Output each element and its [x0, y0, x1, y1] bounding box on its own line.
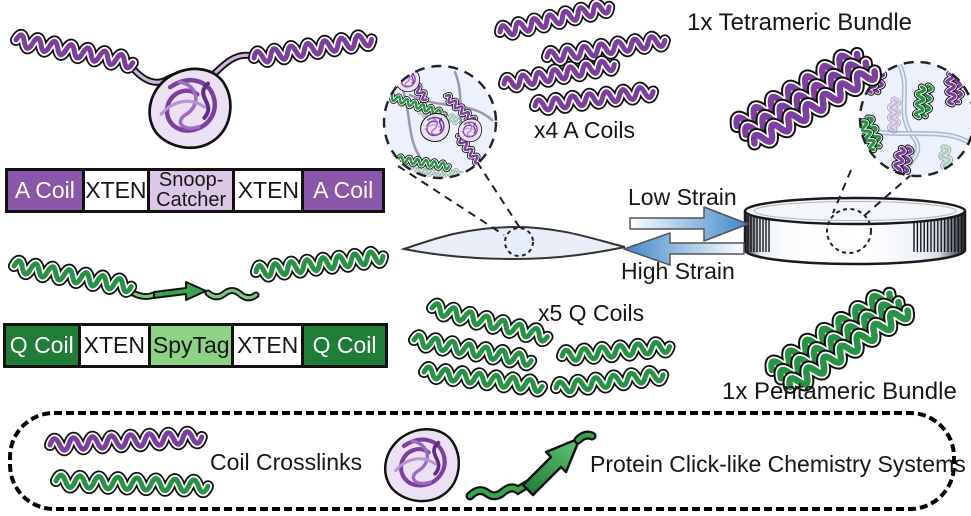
segment-xten-4: XTEN [231, 323, 304, 368]
segment-xten-2: XTEN [232, 168, 305, 213]
x4-a-coils-illustration [494, 0, 671, 116]
label-x5-q-coils: x5 Q Coils [538, 300, 645, 326]
label-click-chemistry: Protein Click-like Chemistry Systems [590, 451, 966, 477]
spytag-arrow [153, 281, 207, 301]
segment-xten-1: XTEN [81, 168, 150, 213]
low-strain-arrow [629, 206, 749, 242]
label-pentameric-bundle: 1x Pentameric Bundle [722, 378, 957, 405]
segment-snoopcatcher: Snoop-Catcher [146, 168, 236, 213]
legend-box [8, 411, 956, 511]
cylinder-material-shape [743, 196, 967, 266]
legend-spytag-icon [465, 430, 597, 501]
segment-q-coil-left: Q Coil [3, 323, 81, 368]
q-coil-monomer-illustration [8, 245, 390, 302]
high-strain-arrow [623, 232, 745, 266]
segment-spytag: SpyTag [148, 323, 235, 368]
segment-q-coil-right: Q Coil [301, 323, 389, 368]
pentameric-bundle-illustration [764, 286, 916, 394]
label-high-strain: High Strain [621, 258, 735, 284]
cylinder-hatch-left [747, 216, 770, 252]
zoom-connector-lines [397, 161, 913, 236]
a-coil-construct-bar: A Coil XTEN Snoop-Catcher XTEN A Coil [5, 168, 385, 213]
network-magnified-view [382, 64, 498, 180]
material-zoom-target-circle [504, 227, 534, 257]
segment-a-coil-right: A Coil [301, 168, 385, 213]
a-coil-monomer-illustration [10, 28, 378, 147]
q-coil-construct-bar: Q Coil XTEN SpyTag XTEN Q Coil [3, 323, 389, 368]
segment-xten-3: XTEN [77, 323, 152, 368]
cylinder-zoom-target-circle [826, 208, 872, 254]
segment-a-coil-left: A Coil [5, 168, 85, 213]
label-x4-a-coils: x4 A Coils [534, 117, 635, 143]
label-low-strain: Low Strain [628, 184, 737, 210]
label-coil-crosslinks: Coil Crosslinks [210, 449, 363, 475]
tetrameric-bundle-illustration [729, 46, 882, 151]
x5-q-coils-illustration [408, 297, 676, 398]
label-tetrameric-bundle: 1x Tetrameric Bundle [687, 9, 912, 36]
legend-coil-crosslinks-icon [44, 425, 214, 498]
